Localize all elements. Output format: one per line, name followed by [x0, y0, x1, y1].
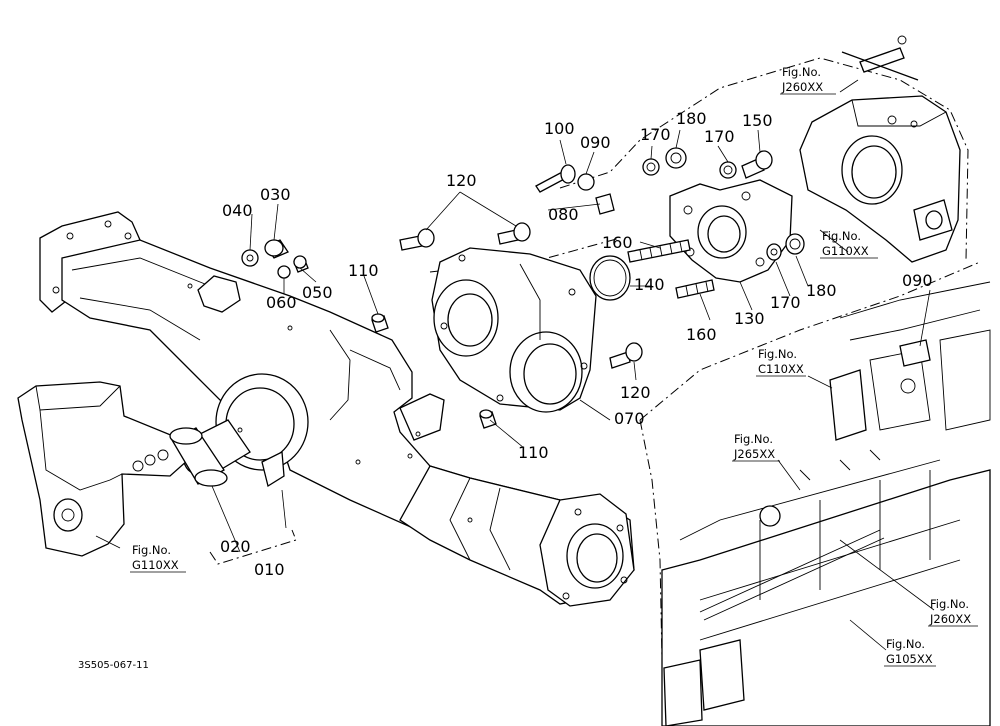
label-050: 050	[302, 283, 333, 302]
label-170-top-right: 170	[704, 127, 735, 146]
figref-g110-left-code: G110XX	[132, 558, 179, 572]
figref-j265-code: J265XX	[733, 447, 775, 461]
clamp-090	[577, 173, 595, 191]
washer-170-upper-left	[642, 158, 660, 176]
housing-130	[669, 179, 793, 283]
breather-fitting-100	[535, 164, 576, 193]
label-090-top: 090	[580, 133, 611, 152]
figref-g110-left-label: Fig.No.	[132, 543, 171, 557]
label-070: 070	[614, 409, 645, 428]
figref-j260-top-label: Fig.No.	[782, 65, 821, 79]
leader-lines	[95, 79, 935, 651]
cover-070	[431, 247, 597, 413]
label-080: 080	[548, 205, 579, 224]
label-160-lower: 160	[686, 325, 717, 344]
label-010: 010	[254, 560, 285, 579]
nut-180-lower	[785, 233, 805, 255]
bolt-150	[741, 150, 773, 179]
tractor-frame-assembly	[661, 281, 991, 726]
label-110-lower: 110	[518, 443, 549, 462]
label-040: 040	[222, 201, 253, 220]
label-160-upper: 160	[602, 233, 633, 252]
label-180-lower: 180	[806, 281, 837, 300]
washer-060	[277, 265, 291, 279]
washer-170-upper-right	[719, 161, 737, 179]
nut-180-upper	[665, 147, 687, 169]
figref-g110-right-code: G110XX	[822, 244, 869, 258]
label-090-right: 090	[902, 271, 933, 290]
right-bracket-g110	[799, 35, 961, 263]
figref-g105-code: G105XX	[886, 652, 933, 666]
figref-j260-bottom-code: J260XX	[929, 612, 971, 626]
plug-050	[293, 255, 309, 273]
bolt-120-right	[497, 222, 531, 245]
sleeve-020	[169, 427, 228, 487]
figref-j260-top-code: J260XX	[781, 80, 823, 94]
figref-g110-right-label: Fig.No.	[822, 229, 861, 243]
label-130: 130	[734, 309, 765, 328]
label-170-top-left: 170	[640, 125, 671, 144]
label-150: 150	[742, 111, 773, 130]
plug-030	[264, 239, 289, 259]
drawing-code: 3S505-067-11	[78, 660, 149, 671]
boundary-curve-left	[639, 419, 663, 661]
label-120-top: 120	[446, 171, 477, 190]
label-170-lower: 170	[770, 293, 801, 312]
bushing-110-upper	[371, 313, 389, 333]
label-030: 030	[260, 185, 291, 204]
figref-j265-label: Fig.No.	[734, 432, 773, 446]
label-140: 140	[634, 275, 665, 294]
washer-040	[241, 249, 259, 267]
bracket-010	[209, 529, 297, 565]
boundary-curve-lower	[639, 261, 981, 421]
boundary-curve-upper	[559, 57, 969, 261]
label-020: 020	[220, 537, 251, 556]
label-120-lower: 120	[620, 383, 651, 402]
stud-bolt-160-lower	[675, 279, 715, 299]
label-180-top: 180	[676, 109, 707, 128]
figref-g105-label: Fig.No.	[886, 637, 925, 651]
figref-c110-label: Fig.No.	[758, 347, 797, 361]
figref-c110-code: C110XX	[758, 362, 804, 376]
leader-center-axis	[429, 237, 621, 273]
figref-j260-bottom-label: Fig.No.	[930, 597, 969, 611]
stud-bolt-160-upper	[627, 239, 691, 263]
label-110-upper: 110	[348, 261, 379, 280]
bolt-120-left	[399, 228, 435, 251]
washer-170-lower	[766, 243, 782, 261]
label-060: 060	[266, 293, 297, 312]
o-ring-140	[589, 255, 631, 301]
label-100: 100	[544, 119, 575, 138]
bushing-110-lower	[479, 409, 497, 429]
hose-080	[595, 193, 615, 215]
bolt-120-lower	[609, 342, 643, 369]
left-bracket-g110	[17, 381, 189, 557]
